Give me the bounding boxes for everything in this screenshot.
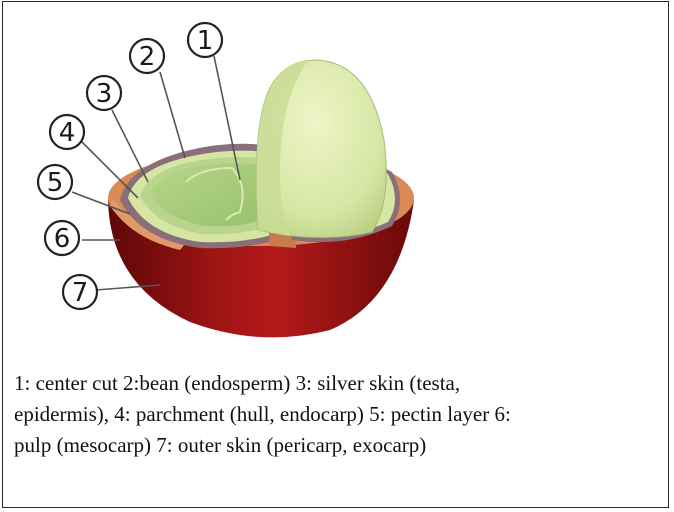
caption: 1: center cut 2:bean (endosperm) 3: silv… — [14, 368, 659, 461]
svg-text:1: 1 — [197, 26, 214, 56]
svg-text:2: 2 — [139, 42, 156, 72]
caption-line-1: 1: center cut 2:bean (endosperm) 3: silv… — [14, 368, 659, 399]
label-4: 4 — [50, 115, 84, 149]
label-5: 5 — [38, 165, 72, 199]
svg-text:4: 4 — [59, 118, 76, 148]
caption-line-2: epidermis), 4: parchment (hull, endocarp… — [14, 399, 659, 430]
svg-text:7: 7 — [72, 278, 89, 308]
caption-line-3: pulp (mesocarp) 7: outer skin (pericarp,… — [14, 430, 659, 461]
svg-text:6: 6 — [54, 224, 71, 254]
label-3: 3 — [87, 76, 121, 110]
label-6: 6 — [45, 221, 79, 255]
label-2: 2 — [130, 39, 164, 73]
label-1: 1 — [188, 23, 222, 57]
label-7: 7 — [63, 275, 97, 309]
svg-text:3: 3 — [96, 79, 113, 109]
svg-text:5: 5 — [47, 168, 64, 198]
